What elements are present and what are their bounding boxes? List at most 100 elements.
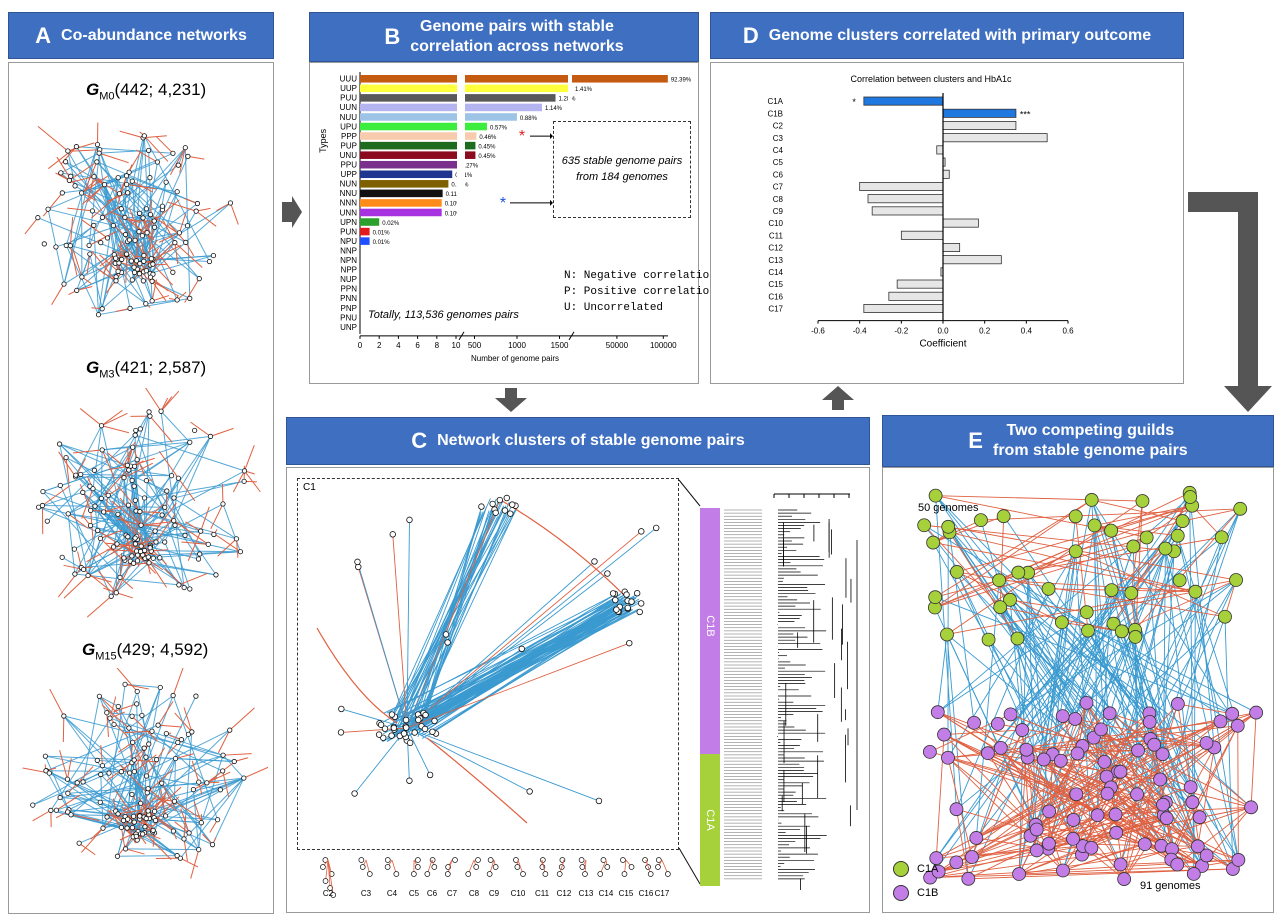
positive-edge [406, 573, 608, 729]
network-node [118, 769, 124, 775]
positive-edge [1197, 845, 1239, 861]
network-node [121, 475, 127, 481]
network-node [366, 871, 373, 877]
network-node [196, 846, 202, 853]
x-axis-title: Coefficient [919, 339, 966, 350]
negative-edge [1062, 551, 1175, 871]
negative-edge [42, 491, 121, 578]
c1a-node [1233, 501, 1248, 516]
network-node [95, 527, 101, 534]
positive-edge [947, 745, 1083, 759]
positive-edge [102, 205, 121, 218]
network-node [624, 604, 631, 612]
network-node [123, 181, 130, 188]
positive-edge [101, 425, 129, 434]
negative-edge [104, 175, 127, 186]
network-node [171, 518, 177, 524]
network-node [184, 223, 191, 229]
negative-edge [133, 729, 231, 823]
positive-edge [1182, 508, 1241, 522]
type-label: PNN [340, 294, 357, 303]
positive-edge [244, 444, 255, 472]
positive-edge [327, 859, 334, 896]
network-node [159, 512, 165, 518]
positive-edge [937, 711, 1053, 755]
network-node [158, 408, 164, 414]
negative-edge [140, 442, 191, 526]
positive-edge [976, 793, 1077, 839]
negative-edge [172, 695, 219, 820]
network-node [114, 541, 120, 547]
c1b-node [1170, 697, 1185, 711]
network-node [53, 244, 59, 250]
network-node [132, 541, 139, 547]
network-node [65, 790, 71, 796]
positive-edge [158, 232, 180, 243]
network-node [68, 173, 74, 179]
network-node [415, 716, 422, 724]
negative-edge [1149, 508, 1241, 723]
network-node [114, 853, 121, 859]
small-cluster-label: C12 [557, 889, 572, 898]
network-graph-m15 [22, 668, 268, 879]
c1b-node [1183, 780, 1198, 794]
negative-edge [68, 729, 230, 811]
c1b-node [1199, 736, 1214, 750]
small-cluster-c5: C5 [409, 857, 421, 898]
network-node [61, 281, 67, 287]
small-cluster-label: C13 [579, 889, 594, 898]
positive-edge [137, 554, 157, 574]
negative-edge [134, 232, 180, 241]
positive-edge [131, 715, 158, 742]
network-node [181, 584, 187, 591]
positive-edge [119, 241, 123, 260]
negative-edge [161, 782, 213, 845]
network-node [98, 423, 105, 429]
negative-edge [67, 469, 130, 515]
type-label: NUN [340, 180, 358, 189]
network-node [125, 816, 131, 822]
negative-edge [131, 181, 140, 274]
arrow-d-to-e [1188, 192, 1272, 412]
small-cluster-label: C4 [387, 889, 398, 898]
positive-edge [56, 156, 76, 187]
positive-edge [956, 505, 1193, 573]
type-label: UPN [340, 218, 357, 227]
small-cluster-label: C9 [489, 889, 500, 898]
network-nodes [917, 485, 1264, 886]
network-node [143, 754, 149, 760]
network-node [172, 240, 178, 246]
network-node [122, 231, 129, 238]
type-label: NUU [340, 113, 358, 122]
negative-edge [32, 772, 110, 806]
c1b-node [1159, 811, 1174, 826]
c1b-node [1249, 705, 1264, 720]
positive-edge [181, 541, 209, 545]
network-node [509, 501, 516, 508]
c1a-node [993, 600, 1008, 615]
network-node [147, 175, 153, 181]
negative-edge [127, 504, 180, 586]
network-node [115, 175, 121, 181]
network-node [40, 488, 46, 495]
network-edges [316, 497, 657, 824]
network-node [45, 206, 51, 212]
positive-edge [120, 827, 126, 848]
network-node [626, 639, 633, 647]
c1a-node [926, 535, 941, 550]
positive-edge [86, 184, 105, 203]
network-node [198, 820, 204, 826]
network-nodes [35, 408, 248, 599]
positive-edge [102, 254, 115, 275]
x-tick-label: 0.6 [1062, 327, 1074, 336]
type-label: NPN [340, 256, 357, 265]
c1a-node [1114, 624, 1129, 639]
c1b-node [1230, 718, 1245, 733]
legend-c1b-swatch [893, 885, 909, 901]
negative-edge [137, 530, 201, 540]
positive-edge [1111, 589, 1136, 631]
network-node [444, 871, 451, 877]
network-node [140, 278, 146, 284]
network-node [609, 590, 617, 597]
percent-label: 0.02% [382, 221, 400, 227]
